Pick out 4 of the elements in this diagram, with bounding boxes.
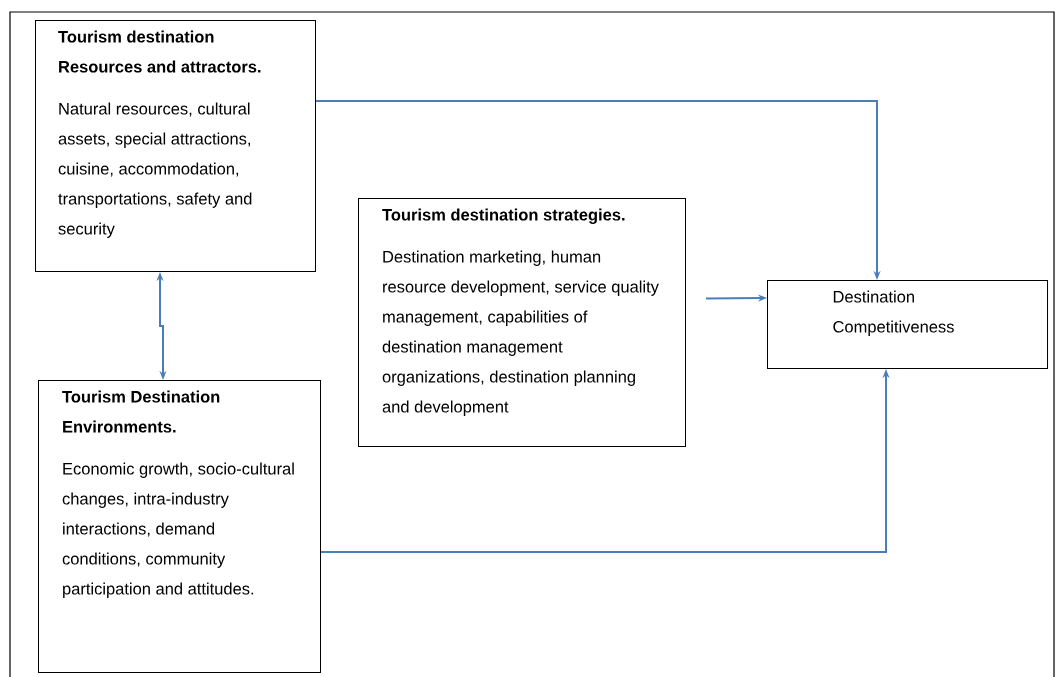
text-box: Tourism destination strategies. Destination marketing, human resource development, service quality management, capabilities of destination management organizations, destination planning and development xyxy=(358,198,686,447)
text-box: Tourism destination Resources and attractors. Natural resources, cultural assets, special attractions, cuisine, accommodation, transportations, safety and security xyxy=(35,20,316,272)
text-box: Destination Competitiveness xyxy=(767,280,1048,369)
text-box: Tourism Destination Environments. Economic growth, socio-cultural changes, intra-industry interactions, demand conditions, community participation and attitudes. xyxy=(38,380,321,673)
